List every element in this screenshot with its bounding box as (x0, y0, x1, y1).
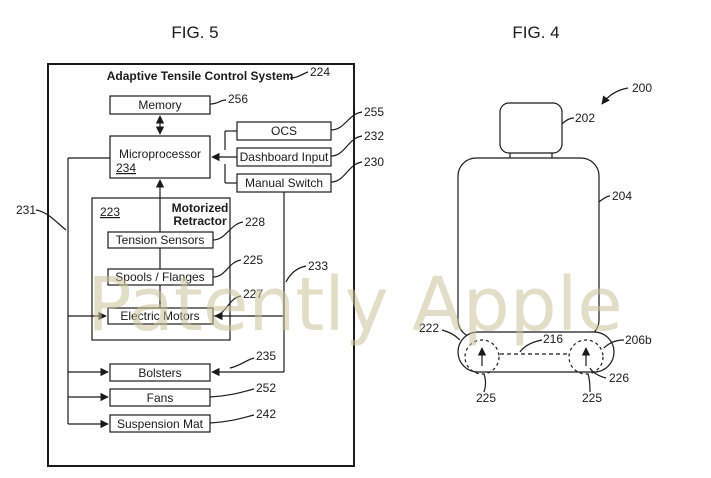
manual-switch-ref: 230 (364, 155, 384, 169)
ref-216: 216 (543, 332, 563, 346)
ref-233: 233 (308, 259, 328, 273)
fans-ref-leader (209, 388, 255, 398)
ocs-ref-leader (330, 111, 363, 131)
fig4-title: FIG. 4 (512, 23, 559, 42)
ocs-ref: 255 (364, 105, 384, 119)
ref-225-right: 225 (582, 391, 602, 405)
retractor-title-2: Retractor (173, 214, 227, 228)
system-ref: 224 (310, 65, 330, 79)
fans-ref: 252 (256, 381, 276, 395)
fig5-title: FIG. 5 (171, 23, 218, 42)
dashboard-ref-leader (330, 135, 363, 157)
memory-ref: 256 (228, 92, 248, 106)
memory-ref-leader (209, 99, 227, 105)
ref-226-leader (589, 367, 607, 379)
ref-225-left: 225 (476, 391, 496, 405)
ref-233-leader (285, 265, 307, 283)
bolsters-box (109, 363, 211, 382)
ocs-label: OCS (271, 124, 297, 138)
ref-200-arrow (601, 87, 629, 105)
ref-226: 226 (609, 371, 629, 385)
microprocessor-box (109, 135, 211, 179)
memory-label: Memory (138, 98, 181, 112)
headrest (499, 102, 563, 154)
system-ref-leader (289, 71, 309, 79)
tension-sensors-label: Tension Sensors (116, 233, 205, 247)
suspension-mat-ref: 242 (256, 407, 276, 421)
retractor-num: 223 (100, 205, 120, 219)
manual-switch-label: Manual Switch (245, 176, 323, 190)
suspension-mat-label: Suspension Mat (117, 417, 204, 431)
ref-202: 202 (575, 111, 595, 125)
seat-base-belt (457, 331, 615, 373)
suspension-mat-ref-leader (209, 414, 255, 424)
ref-204: 204 (612, 189, 632, 203)
spools-label: Spools / Flanges (115, 270, 204, 284)
dashboard-label: Dashboard Input (240, 150, 329, 164)
system-outer-box (47, 63, 355, 467)
fans-box (109, 388, 211, 407)
spool-right (568, 339, 604, 375)
ref-202-leader (561, 117, 575, 125)
electric-motors-label: Electric Motors (120, 309, 199, 323)
suspension-mat-box (109, 414, 211, 433)
bolsters-ref-leader (229, 357, 255, 369)
manual-switch-ref-leader (330, 161, 363, 183)
ref-231-leader (35, 209, 67, 231)
ref-225-left-leader (483, 373, 487, 393)
retractor-title-1: Motorized (172, 201, 229, 215)
ref-206b-leader (603, 339, 625, 349)
ref-231: 231 (16, 203, 36, 217)
bolsters-label: Bolsters (138, 366, 181, 380)
ref-222-leader (441, 329, 461, 341)
spools-ref: 225 (243, 253, 263, 267)
fans-label: Fans (147, 391, 174, 405)
memory-box (109, 95, 211, 115)
ref-206b: 206b (625, 333, 652, 347)
ref-225-right-leader (587, 373, 591, 393)
watermark-text: Patently Apple (87, 262, 623, 348)
tension-sensors-ref-leader (212, 221, 244, 241)
electric-motors-ref: 227 (243, 287, 263, 301)
spool-left (464, 339, 500, 375)
ref-222: 222 (419, 321, 439, 335)
ref-204-leader (598, 195, 611, 203)
microprocessor-num: 234 (116, 161, 136, 175)
bolsters-ref: 235 (256, 349, 276, 363)
tension-sensors-ref: 228 (245, 215, 265, 229)
system-title: Adaptive Tensile Control System (107, 69, 294, 83)
ref-216-leader (519, 339, 543, 353)
spools-ref-leader (212, 259, 242, 278)
microprocessor-label: Microprocessor (119, 147, 201, 161)
ref-200: 200 (632, 81, 652, 95)
dashboard-ref: 232 (364, 129, 384, 143)
